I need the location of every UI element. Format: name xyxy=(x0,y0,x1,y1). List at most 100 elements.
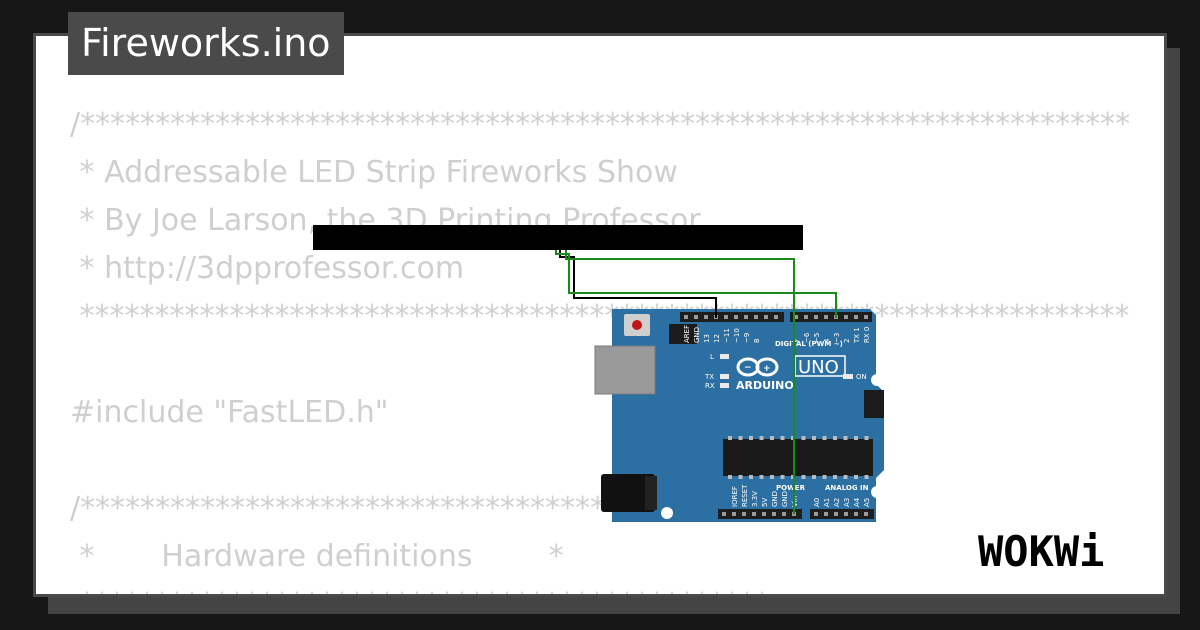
arduino-logo-icon xyxy=(736,357,779,377)
digital-pin[interactable] xyxy=(794,315,798,319)
analog-header-label: ANALOG IN xyxy=(825,484,869,492)
svg-text:WOKWi: WOKWi xyxy=(978,528,1104,576)
analog-pin[interactable] xyxy=(824,512,828,516)
pin-label: 12 xyxy=(713,334,721,343)
pin-label: 3.3V xyxy=(751,491,759,507)
code-preview-card: /***************************************… xyxy=(33,33,1167,597)
code-line: /***************************************… xyxy=(70,107,1130,142)
pin-label: 5V xyxy=(761,498,769,507)
code-line: ****************************************… xyxy=(70,581,1130,594)
digital-pin[interactable] xyxy=(704,315,708,319)
power-pin[interactable] xyxy=(752,512,756,516)
digital-pin[interactable] xyxy=(684,315,688,319)
digital-pin[interactable] xyxy=(864,315,868,319)
power-pin[interactable] xyxy=(782,512,786,516)
power-header xyxy=(718,509,802,519)
pin-label: TX 1 xyxy=(853,327,861,344)
pin-label: 4 xyxy=(823,338,831,343)
digital-pin[interactable] xyxy=(774,315,778,319)
digital-pin[interactable] xyxy=(804,315,808,319)
led-rx xyxy=(720,383,729,388)
chip-pin xyxy=(738,436,743,440)
code-line: ****************************************… xyxy=(70,299,1130,334)
chip-pin xyxy=(843,475,848,479)
power-pin[interactable] xyxy=(722,512,726,516)
power-pin[interactable] xyxy=(772,512,776,516)
pin-label: ~5 xyxy=(813,333,821,343)
digital-pin[interactable] xyxy=(744,315,748,319)
chip-pin xyxy=(843,436,848,440)
pin-label: 7 xyxy=(793,339,801,343)
pin-label: A5 xyxy=(863,498,871,507)
power-pin[interactable] xyxy=(762,512,766,516)
pin-label: GND xyxy=(781,491,789,507)
pin-label: 8 xyxy=(753,339,761,343)
chip-pin xyxy=(749,475,753,479)
analog-pin[interactable] xyxy=(864,512,868,516)
pin-label: RX 0 xyxy=(863,327,871,343)
chip-pin xyxy=(864,475,869,479)
digital-header-left xyxy=(680,312,784,322)
pin-label: AREF xyxy=(683,325,691,343)
digital-header-right xyxy=(790,312,872,322)
pin-label: A2 xyxy=(833,498,841,507)
code-line: #include "FastLED.h" xyxy=(70,395,389,430)
wire-gnd[interactable] xyxy=(559,250,717,318)
digital-pin[interactable] xyxy=(814,315,818,319)
led-label-rx: RX xyxy=(705,382,715,390)
project-title[interactable]: Fireworks.ino xyxy=(68,12,344,75)
chip-pin xyxy=(759,475,764,479)
chip-pin xyxy=(812,436,816,440)
code-line: * Addressable LED Strip Fireworks Show xyxy=(70,155,678,190)
analog-pin[interactable] xyxy=(854,512,858,516)
analog-pin[interactable] xyxy=(814,512,818,516)
on-label: ON xyxy=(856,373,867,381)
digital-pin[interactable] xyxy=(754,315,758,319)
wire-vcc[interactable] xyxy=(565,250,795,514)
usb-connector xyxy=(594,345,656,395)
chip-pin xyxy=(822,475,827,479)
code-line: * http://3dpprofessor.com xyxy=(70,251,465,286)
digital-pin[interactable] xyxy=(764,315,768,319)
pin-label: GND xyxy=(693,327,701,343)
icsp-header xyxy=(669,324,697,344)
power-pin[interactable] xyxy=(742,512,746,516)
pin-label: IOREF xyxy=(731,486,739,507)
chip-pin xyxy=(770,436,774,440)
svg-text:+: + xyxy=(763,364,771,374)
analog-header xyxy=(810,509,874,519)
led-on xyxy=(843,374,853,379)
led-label-tx: TX xyxy=(704,373,714,381)
chip-pin xyxy=(780,436,785,440)
digital-pin[interactable] xyxy=(854,315,858,319)
led-tx xyxy=(720,374,729,379)
pin-label: ~11 xyxy=(723,328,731,343)
power-pin[interactable] xyxy=(732,512,736,516)
wires xyxy=(555,250,837,514)
led-strip[interactable] xyxy=(313,225,803,250)
wokwi-logo: WOKWi xyxy=(978,528,1104,576)
digital-header-label: DIGITAL (PWM ~) xyxy=(775,340,843,348)
chip-pin xyxy=(770,475,774,479)
chip-pin xyxy=(759,436,764,440)
digital-pin[interactable] xyxy=(734,315,738,319)
digital-pin[interactable] xyxy=(824,315,828,319)
digital-pin[interactable] xyxy=(724,315,728,319)
chip-pin xyxy=(780,475,785,479)
analog-pin[interactable] xyxy=(834,512,838,516)
power-header-label: POWER xyxy=(776,484,806,492)
digital-pin[interactable] xyxy=(844,315,848,319)
pin-label: A3 xyxy=(843,498,851,507)
analog-pin[interactable] xyxy=(844,512,848,516)
wire-data[interactable] xyxy=(555,250,837,318)
chip-pin xyxy=(833,436,837,440)
pin-label: A0 xyxy=(813,498,821,507)
digital-pin[interactable] xyxy=(694,315,698,319)
chip-pin xyxy=(728,475,732,479)
led-l xyxy=(720,354,729,359)
pin-label: RESET xyxy=(741,484,749,507)
board-model: UNO xyxy=(798,357,839,378)
pin-label: ~9 xyxy=(743,333,751,343)
